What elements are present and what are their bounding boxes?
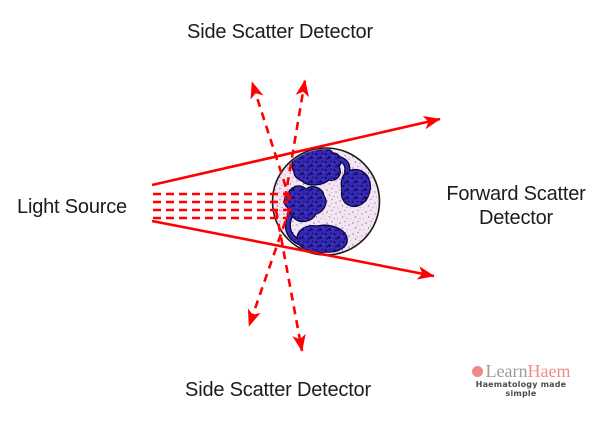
side-scatter-ray-up-left — [250, 81, 292, 201]
label-side-scatter-detector-top: Side Scatter Detector — [187, 21, 373, 43]
logo-name-row: LearnHaem — [462, 362, 580, 380]
label-forward-scatter-detector: Forward Scatter Detector — [446, 183, 586, 229]
logo-dot-icon — [471, 365, 483, 377]
cell — [271, 147, 381, 256]
forward-scatter-rays — [151, 116, 441, 280]
laser-beam-lines — [153, 192, 288, 220]
cell-nucleus — [283, 149, 371, 254]
logo-wordmark: LearnHaem — [486, 362, 571, 380]
label-side-scatter-detector-bottom: Side Scatter Detector — [185, 379, 371, 401]
side-scatter-ray-down-left — [247, 207, 292, 327]
side-scatter-ray-up-right — [283, 79, 309, 200]
side-scatter-rays — [247, 79, 309, 352]
forward-scatter-ray-upper — [151, 116, 441, 187]
label-light-source: Light Source — [17, 196, 127, 218]
side-scatter-ray-down-right — [274, 209, 306, 352]
logo-tagline: Haematology made simple — [475, 380, 567, 398]
forward-scatter-ray-lower — [151, 219, 435, 280]
learnhaem-logo: LearnHaem Haematology made simple — [462, 362, 580, 398]
logo-text-learn: Learn — [485, 361, 528, 381]
logo-text-haem: Haem — [527, 361, 571, 381]
